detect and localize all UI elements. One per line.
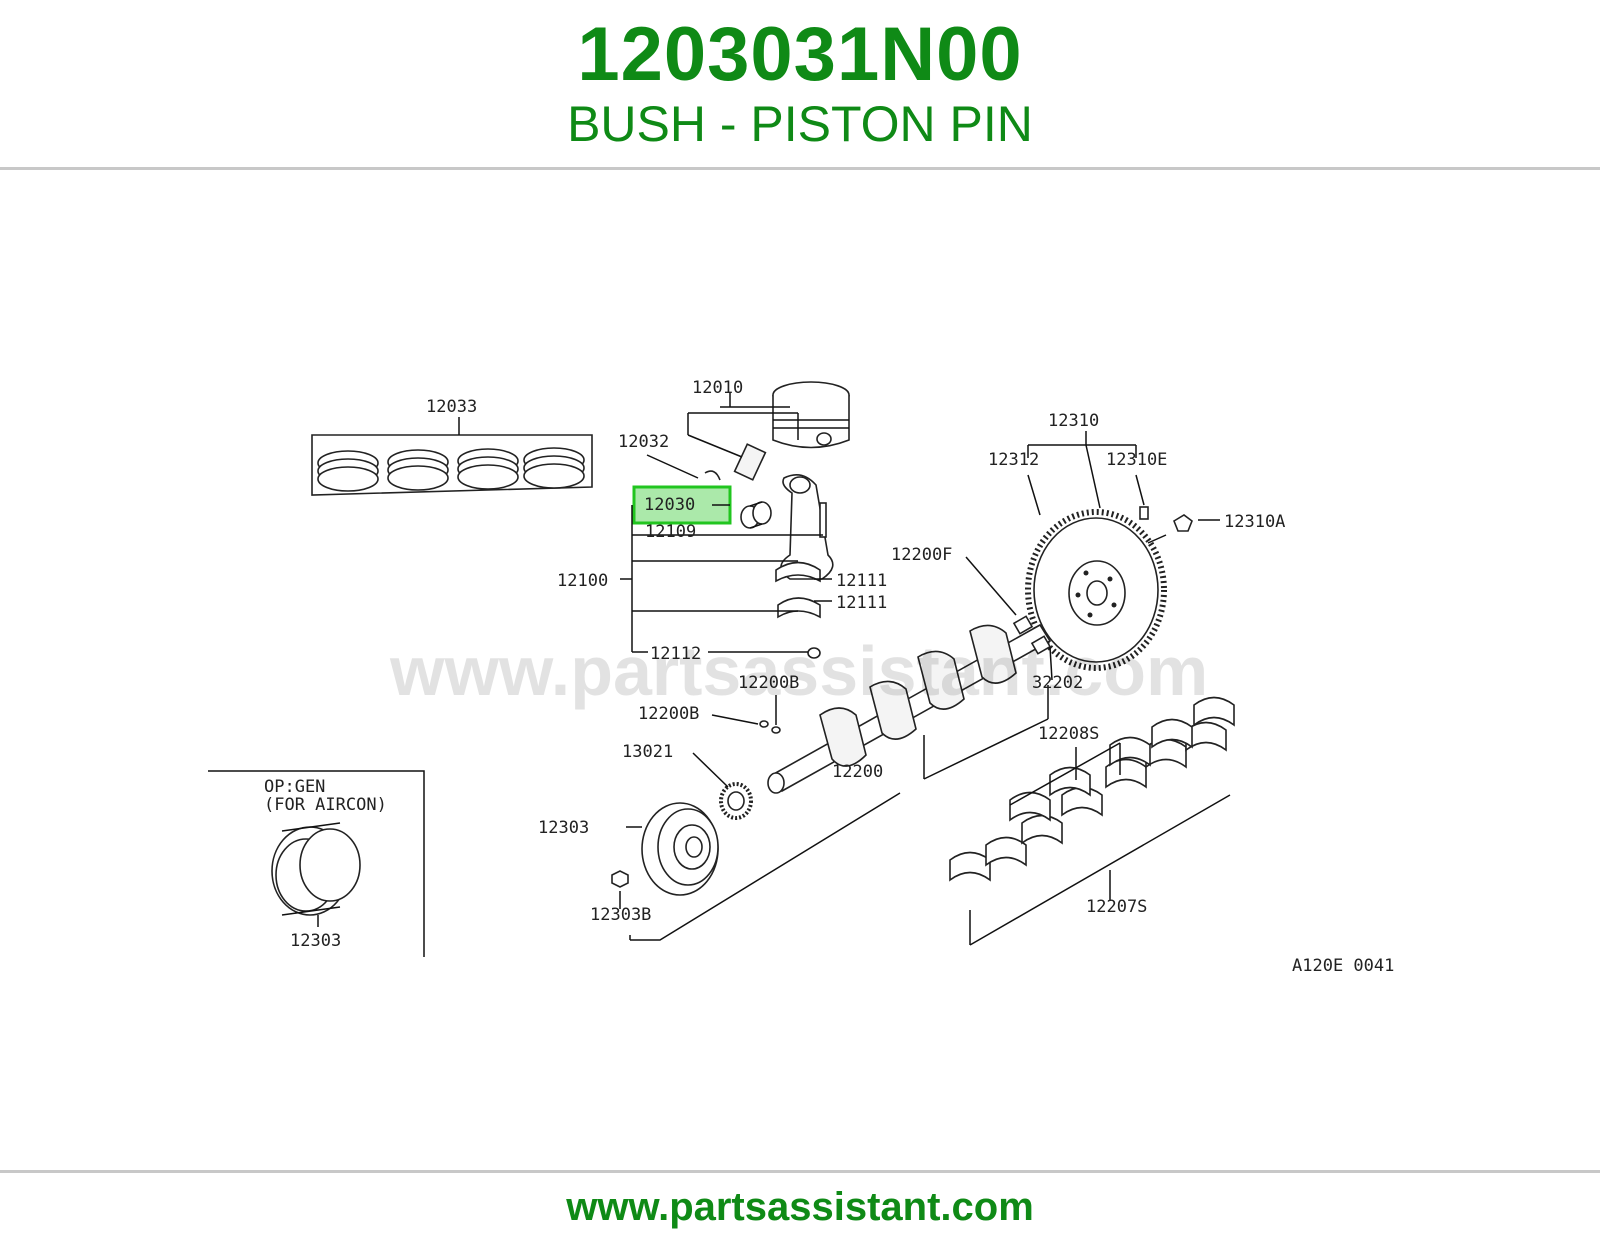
crankshaft[interactable]	[767, 556, 1053, 794]
label-optgen[interactable]: OP:GEN	[264, 777, 325, 797]
label-12111-upper[interactable]: 12111	[836, 571, 887, 591]
label-12200B-upper[interactable]: 12200B	[738, 673, 799, 693]
label-12010[interactable]: 12010	[692, 378, 743, 398]
crankshaft-sprocket[interactable]	[692, 752, 753, 820]
label-12200F[interactable]: 12200F	[891, 545, 952, 565]
label-12033[interactable]: 12033	[426, 397, 477, 417]
piston-ring-set[interactable]	[311, 417, 593, 496]
connecting-rod[interactable]	[620, 473, 834, 659]
label-for-aircon[interactable]: (FOR AIRCON)	[264, 795, 387, 815]
label-12310E[interactable]: 12310E	[1106, 450, 1167, 470]
flywheel[interactable]	[1025, 431, 1220, 671]
label-12207S[interactable]: 12207S	[1086, 897, 1147, 917]
watermark: www.partsassistant.com	[389, 632, 1208, 710]
label-12112[interactable]: 12112	[650, 644, 701, 664]
header-divider	[0, 167, 1600, 170]
label-12303-optional[interactable]: 12303	[290, 931, 341, 951]
parts-diagram: 12033 12010 12032 12030	[180, 335, 1400, 1015]
label-12310[interactable]: 12310	[1048, 411, 1099, 431]
label-12030[interactable]: 12030	[644, 495, 695, 515]
diagram-code: A120E 0041	[1292, 956, 1394, 976]
part-number: 1203031N00	[577, 12, 1023, 97]
label-12303[interactable]: 12303	[538, 818, 589, 838]
label-12200[interactable]: 12200	[832, 762, 883, 782]
footer-divider	[0, 1170, 1600, 1173]
crankshaft-key[interactable]	[711, 695, 781, 734]
optional-pulley-panel[interactable]	[208, 770, 425, 957]
crankshaft-pulley[interactable]	[611, 792, 901, 941]
piston[interactable]	[687, 381, 850, 481]
footer-link[interactable]: www.partsassistant.com	[566, 1185, 1034, 1229]
label-12208S[interactable]: 12208S	[1038, 724, 1099, 744]
label-12312[interactable]: 12312	[988, 450, 1039, 470]
label-12310A[interactable]: 12310A	[1224, 512, 1285, 532]
label-12032[interactable]: 12032	[618, 432, 669, 452]
main-bearing-set[interactable]	[949, 696, 1235, 946]
snap-ring[interactable]	[646, 454, 721, 481]
label-12109[interactable]: 12109	[645, 522, 696, 542]
label-32202[interactable]: 32202	[1032, 673, 1083, 693]
label-12200B-lower[interactable]: 12200B	[638, 704, 699, 724]
label-12111-lower[interactable]: 12111	[836, 593, 887, 613]
piston-pin-bush[interactable]	[740, 501, 772, 529]
label-12100[interactable]: 12100	[557, 571, 608, 591]
label-12303B[interactable]: 12303B	[590, 905, 651, 925]
page-header: 1203031N00 BUSH - PISTON PIN	[0, 0, 1600, 170]
part-name: BUSH - PISTON PIN	[567, 96, 1033, 152]
label-13021[interactable]: 13021	[622, 742, 673, 762]
